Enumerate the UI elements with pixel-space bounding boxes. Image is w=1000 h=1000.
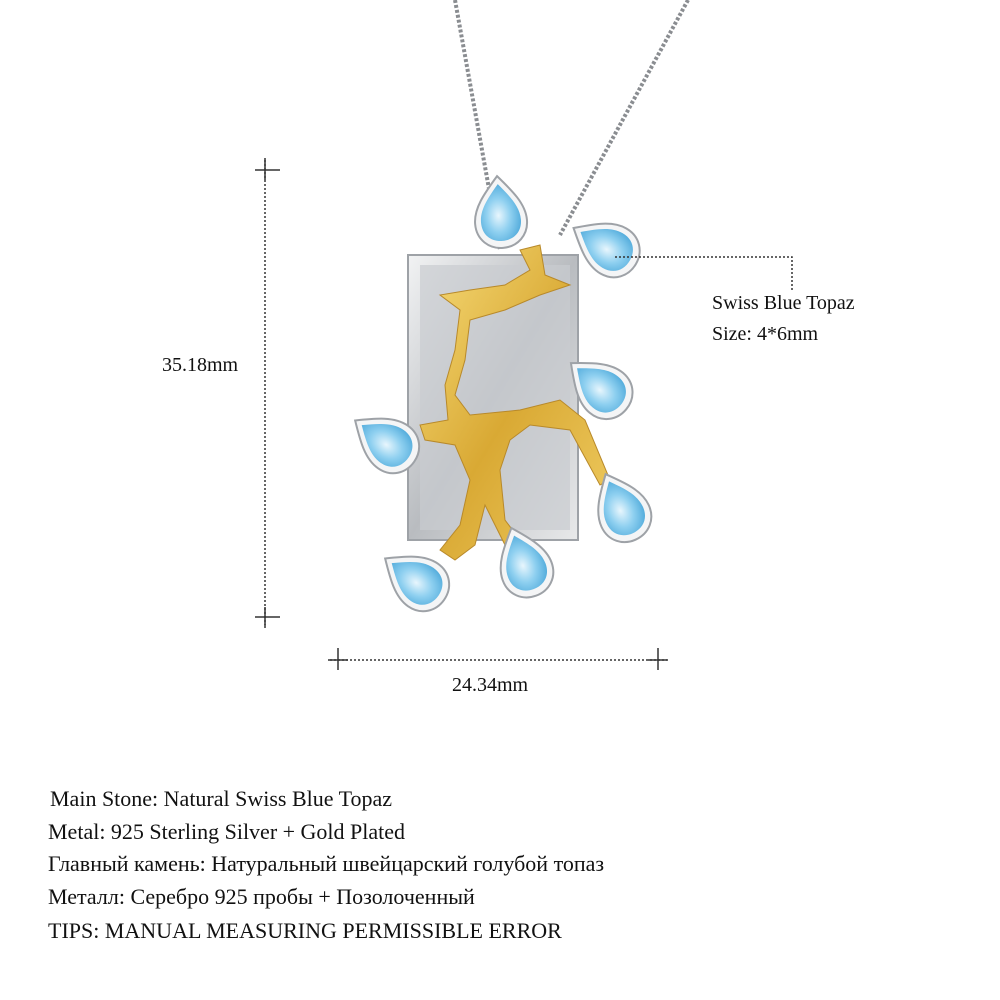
callout-leader [615, 256, 793, 290]
spec-main-stone: Main Stone: Natural Swiss Blue Topaz [50, 786, 393, 811]
spec-metal: Metal: 925 Sterling Silver + Gold Plated [48, 819, 406, 844]
topaz-stone [470, 172, 531, 252]
height-label: 35.18mm [162, 354, 239, 376]
chain-right [558, 0, 690, 236]
callout-title: Swiss Blue Topaz [712, 292, 855, 314]
spec-main-stone-ru: Главный камень: Натуральный швейцарский … [48, 851, 605, 876]
spec-tips: TIPS: MANUAL MEASURING PERMISSIBLE ERROR [48, 918, 562, 943]
height-dimension-line [255, 158, 280, 628]
width-label: 24.34mm [452, 674, 529, 696]
spec-metal-ru: Металл: Серебро 925 пробы + Позолоченный [48, 884, 475, 909]
topaz-stone [581, 462, 661, 552]
width-dimension-line [328, 648, 668, 670]
callout-size: Size: 4*6mm [712, 323, 819, 345]
